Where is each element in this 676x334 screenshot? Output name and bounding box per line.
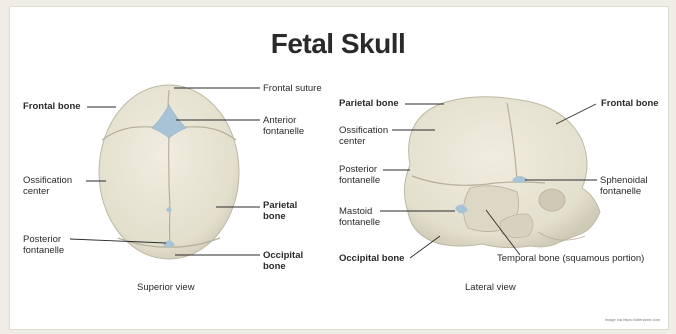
lateral-occipital-bone-label: Occipital bone [339, 253, 404, 264]
lateral-parietal-bone-label: Parietal bone [339, 98, 399, 109]
superior-frontal-bone-label: Frontal bone [23, 101, 81, 112]
superior-view-caption: Superior view [137, 282, 195, 293]
lateral-temporal-bone-label: Temporal bone (squamous portion) [497, 253, 644, 264]
superior-frontal-suture-label: Frontal suture [263, 83, 322, 94]
lateral-view-caption: Lateral view [465, 282, 516, 293]
lateral-frontal-bone-label: Frontal bone [601, 98, 659, 109]
superior-view-skull [99, 85, 239, 259]
image-credit: image via https://sitename.com [605, 317, 660, 322]
lateral-view-skull [404, 97, 600, 248]
